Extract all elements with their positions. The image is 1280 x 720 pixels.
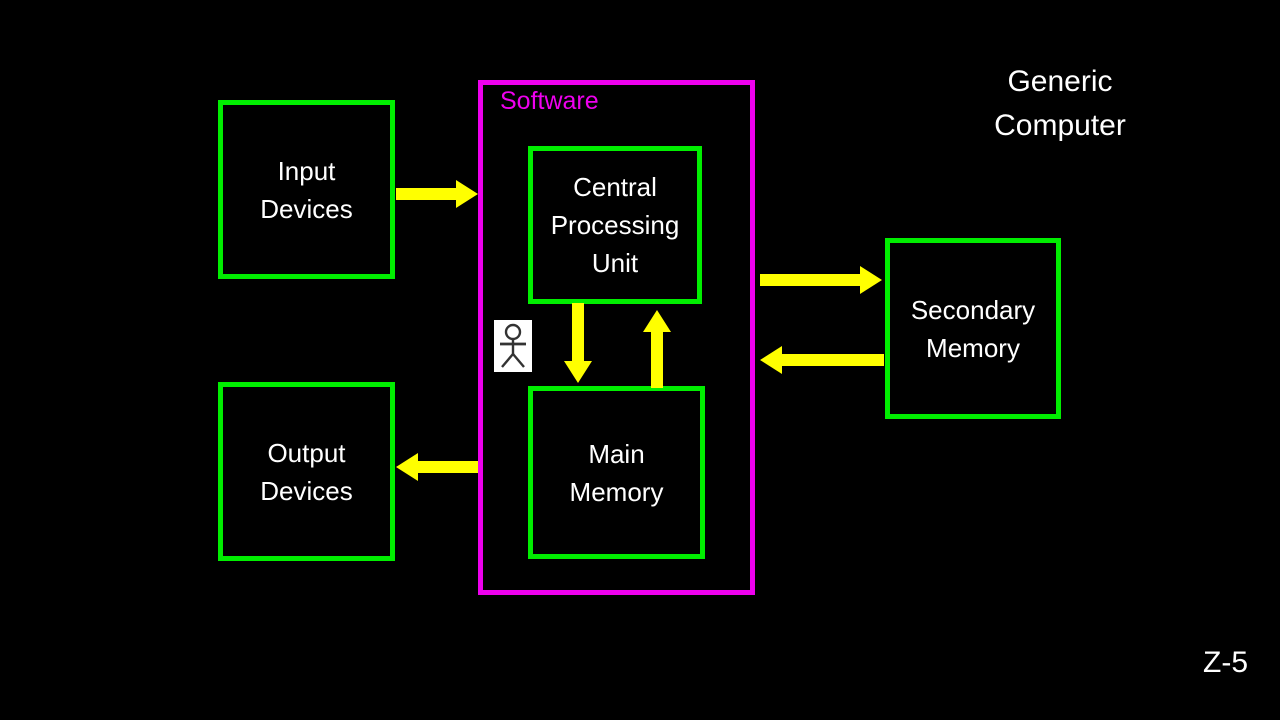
user-stick-figure-icon: [494, 320, 532, 372]
slide-number: Z-5: [1203, 646, 1248, 679]
secondary-memory-box[interactable]: Secondary Memory: [885, 238, 1061, 419]
input-devices-label: Input Devices: [260, 155, 353, 224]
secondary-memory-label: Secondary Memory: [910, 294, 1036, 363]
cpu-box[interactable]: Central Processing Unit: [528, 146, 702, 304]
main-memory-box[interactable]: Main Memory: [528, 386, 705, 559]
input-devices-box[interactable]: Input Devices: [218, 100, 395, 279]
software-container-label: Software: [500, 87, 599, 115]
output-devices-box[interactable]: Output Devices: [218, 382, 395, 561]
output-devices-label: Output Devices: [260, 437, 353, 506]
software-container: [478, 80, 755, 595]
page-title: Generic Computer: [994, 65, 1126, 142]
main-memory-label: Main Memory: [569, 438, 664, 507]
cpu-label: Central Processing Unit: [550, 172, 680, 278]
